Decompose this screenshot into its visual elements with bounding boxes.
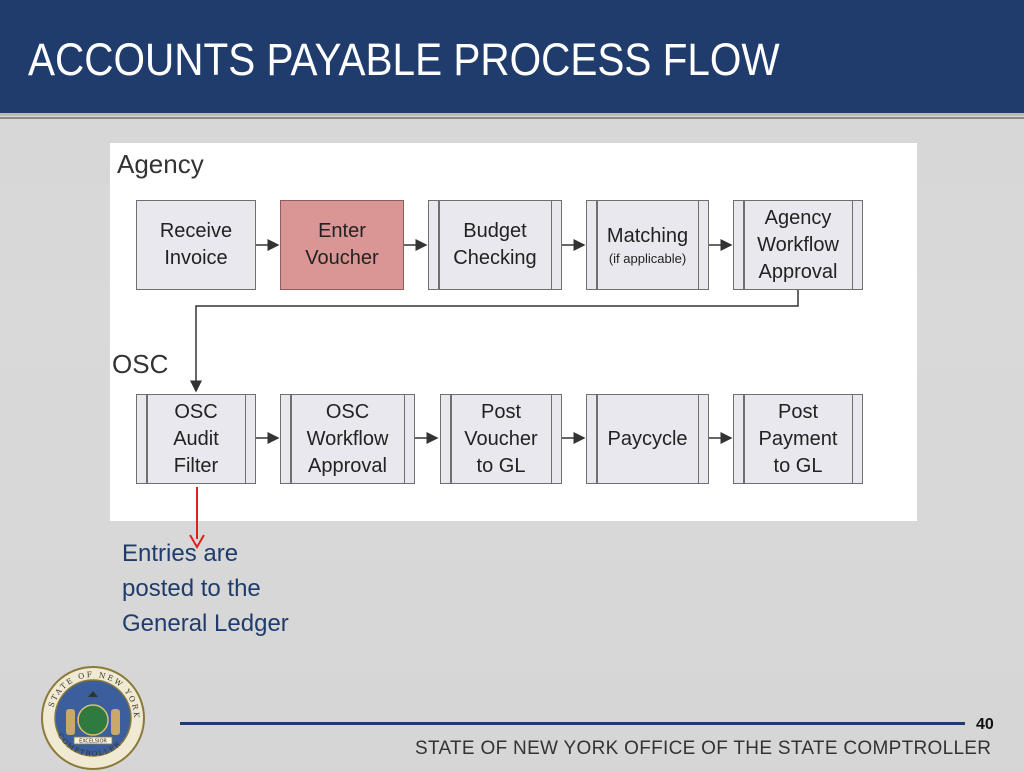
step-text: Budget [463, 220, 527, 242]
step-text: Paycycle [607, 427, 688, 450]
step-post-voucher-to-gl: Post Voucher to GL [440, 394, 562, 484]
step-text: Voucher [464, 427, 538, 450]
step-text: Agency [764, 206, 832, 229]
step-text: Audit [173, 427, 219, 450]
step-text: Voucher [305, 247, 379, 269]
step-text: to GL [773, 454, 823, 477]
step-text: Filter [173, 454, 219, 477]
step-text: Post [480, 400, 522, 423]
step-text: Checking [453, 247, 537, 269]
page-number: 40 [976, 716, 994, 733]
step-text: Approval [308, 454, 387, 477]
step-text: Receive [159, 220, 233, 242]
title-bar: ACCOUNTS PAYABLE PROCESS FLOW [0, 0, 1024, 119]
step-text: Approval [758, 260, 838, 283]
step-budget-checking: Budget Checking [428, 200, 562, 290]
step-osc-audit-filter: OSC Audit Filter [136, 394, 256, 484]
step-text: Matching [606, 225, 689, 247]
step-text: Workflow [757, 233, 839, 256]
lane-label-osc: OSC [112, 349, 169, 379]
step-subtext: (if applicable) [608, 251, 687, 266]
title-underline [0, 117, 1024, 119]
footer-organization: STATE OF NEW YORK OFFICE OF THE STATE CO… [415, 738, 992, 759]
step-osc-workflow-approval: OSC Workflow Approval [280, 394, 415, 484]
step-paycycle: Paycycle [586, 394, 709, 484]
step-agency-workflow-approval: Agency Workflow Approval [733, 200, 863, 290]
step-text: OSC [325, 400, 370, 423]
step-matching: Matching (if applicable) [586, 200, 709, 290]
state-seal-logo: EXCELSIOR STATE OF NEW YORK COMPTROLLER [41, 666, 145, 770]
step-text: Post [777, 400, 819, 423]
lane-label-agency: Agency [117, 149, 204, 179]
step-text: Payment [758, 427, 838, 450]
step-text: Enter [318, 220, 366, 242]
step-text: Invoice [164, 247, 228, 269]
annotation-arrow [189, 487, 205, 549]
step-post-payment-to-gl: Post Payment to GL [733, 394, 863, 484]
flow-connectors [190, 239, 799, 444]
step-enter-voucher: Enter Voucher [280, 200, 404, 290]
svg-text:EXCELSIOR: EXCELSIOR [79, 739, 107, 745]
step-text: to GL [476, 454, 526, 477]
process-flow-diagram: Agency OSC Receive Invoice Enter Vo [110, 143, 917, 521]
arrow-agency-to-osc [190, 290, 799, 393]
slide-title: ACCOUNTS PAYABLE PROCESS FLOW [28, 34, 780, 85]
annotation-caption: Entries are posted to the General Ledger [122, 536, 289, 641]
step-receive-invoice: Receive Invoice [136, 200, 256, 290]
caption-line: posted to the [122, 575, 261, 602]
step-text: OSC [174, 400, 218, 423]
caption-line: General Ledger [122, 610, 289, 637]
footer-rule [180, 722, 965, 725]
caption-line: Entries are [122, 540, 239, 567]
step-text: Workflow [306, 427, 389, 450]
